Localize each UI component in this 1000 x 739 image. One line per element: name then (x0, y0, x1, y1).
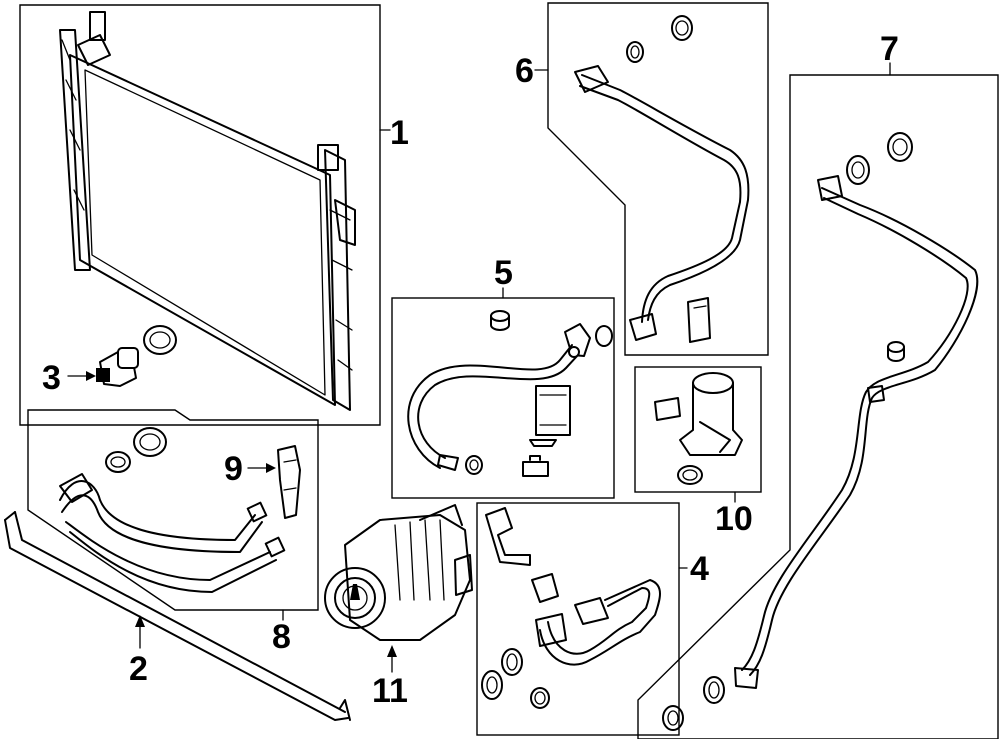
expansion-valve-group (634, 366, 762, 503)
pipe-group-7 (637, 62, 999, 739)
callout-labels: 1 2 3 4 5 6 7 8 9 10 11 (42, 30, 899, 710)
condenser-group-outline (19, 4, 381, 426)
callout-3: 3 (42, 359, 61, 397)
callout-6: 6 (515, 52, 534, 90)
suction-hose-group-4 (476, 502, 688, 736)
hose-group-5-outline (391, 297, 615, 499)
callout-11: 11 (372, 672, 408, 710)
callout-10: 10 (715, 500, 753, 538)
callout-5: 5 (494, 254, 513, 292)
callout-7: 7 (880, 30, 899, 68)
pipe-group-6-outline (547, 2, 769, 356)
condenser-group (19, 4, 391, 426)
callout-1: 1 (390, 114, 409, 152)
pressure-switch (96, 347, 139, 387)
o-ring (143, 325, 177, 355)
callout-9: 9 (224, 450, 243, 488)
group-10-outline (634, 366, 762, 493)
callout-4: 4 (690, 550, 709, 588)
callout-2: 2 (129, 650, 148, 688)
hose-group-4-outline (476, 502, 680, 736)
pipe-group-7-outline (637, 74, 999, 739)
callout-8: 8 (272, 618, 291, 656)
compressor (324, 504, 473, 673)
condenser (59, 11, 356, 411)
pipe-group-6 (534, 2, 769, 356)
hose-group-8 (27, 409, 319, 621)
lower-seal-strip (4, 511, 351, 721)
discharge-hose-group (391, 287, 615, 499)
hose-bracket (277, 445, 301, 519)
hose-group-8-outline (27, 409, 319, 611)
